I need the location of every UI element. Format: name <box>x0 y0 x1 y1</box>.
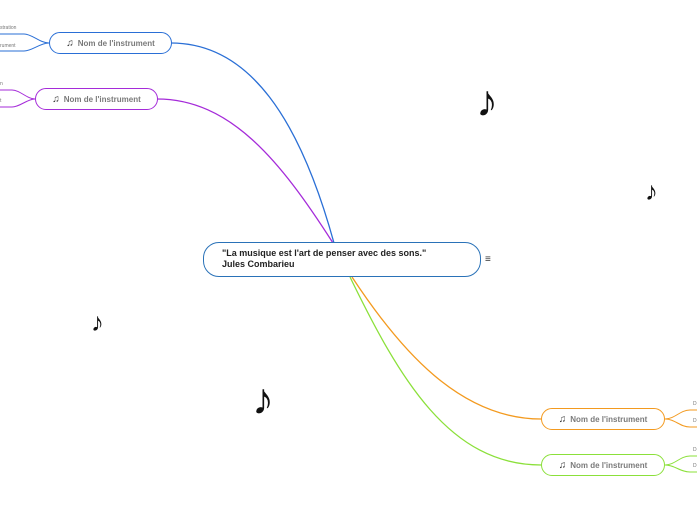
edge-label: rument <box>0 43 16 49</box>
topic-label: Nom de l'instrument <box>570 460 648 470</box>
edge-label: D <box>693 401 697 407</box>
music-note-decoration-icon: ♪ <box>476 77 498 126</box>
branch-blue <box>170 42 335 244</box>
music-note-icon: ♫ <box>558 413 567 425</box>
music-note-decoration-icon: ♪ <box>252 375 274 424</box>
sub-blue <box>0 33 50 52</box>
central-author: Jules Combarieu <box>222 259 295 269</box>
edge-label: D <box>693 418 697 424</box>
edge-label: t <box>0 98 2 104</box>
topic-label: Nom de l'instrument <box>570 414 648 424</box>
music-note-icon: ♫ <box>52 93 60 105</box>
topic-node-purple[interactable]: ♫ Nom de l'instrument <box>35 88 158 110</box>
edge-label: n <box>0 81 3 87</box>
topic-label: Nom de l'instrument <box>77 38 155 48</box>
sub-purple <box>0 89 36 108</box>
topic-node-green[interactable]: ♫ Nom de l'instrument <box>541 454 665 476</box>
music-note-decoration-icon: ♪ <box>645 176 658 206</box>
sub-green <box>664 455 697 473</box>
branch-orange <box>351 276 542 420</box>
central-quote: "La musique est l'art de penser avec des… <box>222 248 427 258</box>
branch-green <box>349 276 542 466</box>
topic-label: Nom de l'instrument <box>63 94 141 104</box>
edge-label: D <box>693 447 697 453</box>
branch-purple <box>156 98 334 244</box>
menu-icon[interactable]: ≡ <box>485 254 491 265</box>
topic-node-blue[interactable]: ♫ Nom de l'instrument <box>49 32 172 54</box>
topic-node-orange[interactable]: ♫ Nom de l'instrument <box>541 408 665 430</box>
edge-label: stration <box>0 25 17 31</box>
edge-label: D <box>693 463 697 469</box>
sub-orange <box>664 409 697 428</box>
music-note-icon: ♫ <box>558 459 567 471</box>
music-note-decoration-icon: ♪ <box>91 307 104 337</box>
central-topic[interactable]: "La musique est l'art de penser avec des… <box>203 242 481 277</box>
music-note-icon: ♫ <box>66 37 74 49</box>
